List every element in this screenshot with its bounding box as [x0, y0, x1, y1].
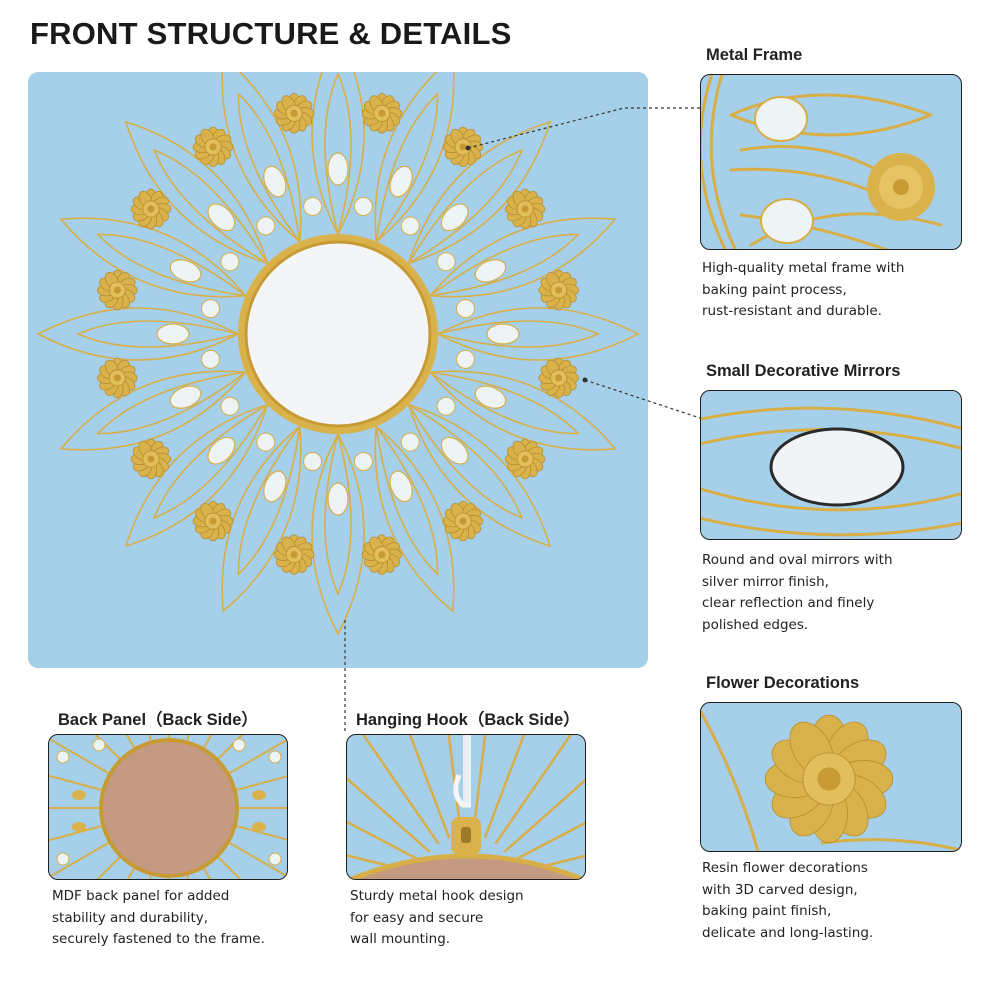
- round-mirror: [400, 432, 420, 452]
- gold-flower: [361, 93, 403, 134]
- sunburst-mirror-illustration: [36, 72, 640, 636]
- flower-caption: Resin flower decorations with 3D carved …: [702, 858, 873, 944]
- caption-line: wall mounting.: [350, 931, 451, 947]
- oval-mirror: [169, 385, 202, 409]
- gold-flower: [538, 357, 579, 399]
- gold-flower: [273, 534, 315, 575]
- oval-mirror: [440, 436, 469, 465]
- page-title: FRONT STRUCTURE & DETAILS: [30, 16, 512, 51]
- round-mirror: [353, 452, 373, 472]
- caption-line: delicate and long-lasting.: [702, 924, 874, 941]
- round-mirror: [200, 349, 220, 369]
- oval-mirror: [263, 470, 287, 503]
- caption-line: Resin flower decorations: [702, 860, 868, 876]
- round-mirror: [303, 196, 323, 216]
- metal-frame-title: Metal Frame: [706, 46, 803, 64]
- main-mirror-photo: [28, 72, 648, 668]
- small-mirrors-caption: Round and oval mirrors with silver mirro…: [702, 550, 893, 636]
- oval-mirror: [486, 323, 520, 345]
- round-mirror: [400, 216, 420, 236]
- round-mirror: [456, 349, 476, 369]
- gold-flower: [273, 93, 315, 134]
- oval-mirror: [474, 259, 507, 283]
- small-mirrors-title: Small Decorative Mirrors: [706, 362, 901, 380]
- round-mirror: [303, 452, 323, 472]
- round-mirror: [200, 299, 220, 319]
- gold-flower: [504, 188, 546, 230]
- back-panel-detail-image: [48, 734, 288, 880]
- round-mirror: [436, 252, 456, 272]
- oval-mirror: [389, 470, 413, 503]
- caption-line: polished edges.: [702, 616, 809, 633]
- caption-line: securely fastened to the frame.: [52, 931, 265, 947]
- gold-flower: [192, 500, 234, 542]
- round-mirror: [353, 196, 373, 216]
- round-mirror: [436, 396, 456, 416]
- gold-flower: [764, 714, 894, 844]
- back-panel-caption: MDF back panel for added stability and d…: [52, 886, 265, 951]
- round-mirror: [456, 299, 476, 319]
- small-mirrors-detail-image: [700, 390, 962, 540]
- caption-line: High-quality metal frame with: [702, 260, 905, 276]
- gold-flower: [361, 534, 403, 575]
- oval-mirror: [440, 203, 469, 232]
- oval-mirror: [207, 436, 236, 465]
- oval-mirror: [156, 323, 190, 345]
- oval-mirror: [327, 482, 349, 516]
- oval-mirror: [327, 152, 349, 186]
- caption-line: baking paint process,: [702, 281, 847, 298]
- round-mirror: [256, 216, 276, 236]
- metal-frame-detail-image: [700, 74, 962, 250]
- caption-line: stability and durability,: [52, 909, 209, 926]
- gold-flower: [130, 188, 172, 230]
- oval-mirror: [474, 385, 507, 409]
- gold-flower: [97, 357, 138, 399]
- gold-flower: [504, 438, 546, 480]
- oval-mirror: [169, 259, 202, 283]
- caption-line: clear reflection and finely: [702, 595, 875, 611]
- oval-mirror: [389, 165, 413, 198]
- gold-flower: [442, 126, 484, 168]
- hanging-hook-title: Hanging Hook（Back Side）: [356, 711, 580, 729]
- caption-line: Sturdy metal hook design: [350, 888, 524, 904]
- center-mirror: [246, 242, 430, 426]
- hanging-hook-caption: Sturdy metal hook design for easy and se…: [350, 886, 524, 951]
- hanging-hook-detail-image: [346, 734, 586, 880]
- round-mirror: [220, 396, 240, 416]
- gold-flower: [97, 269, 138, 311]
- flower-detail-image: [700, 702, 962, 852]
- oval-mirror: [263, 165, 287, 198]
- gold-flower: [130, 438, 172, 480]
- flower-decorations-title: Flower Decorations: [706, 674, 860, 692]
- gold-flower: [192, 126, 234, 168]
- gold-flower: [538, 269, 579, 311]
- caption-line: baking paint finish,: [702, 903, 832, 919]
- caption-line: rust-resistant and durable.: [702, 303, 882, 319]
- gold-flower: [442, 500, 484, 542]
- caption-line: MDF back panel for added: [52, 888, 230, 904]
- caption-line: silver mirror finish,: [702, 573, 829, 590]
- back-panel-title: Back Panel（Back Side）: [58, 711, 258, 729]
- caption-line: with 3D carved design,: [702, 881, 858, 898]
- caption-line: Round and oval mirrors with: [702, 552, 893, 568]
- round-mirror: [256, 432, 276, 452]
- oval-mirror: [207, 203, 236, 232]
- caption-line: for easy and secure: [350, 909, 484, 926]
- metal-frame-caption: High-quality metal frame with baking pai…: [702, 258, 904, 323]
- round-mirror: [220, 252, 240, 272]
